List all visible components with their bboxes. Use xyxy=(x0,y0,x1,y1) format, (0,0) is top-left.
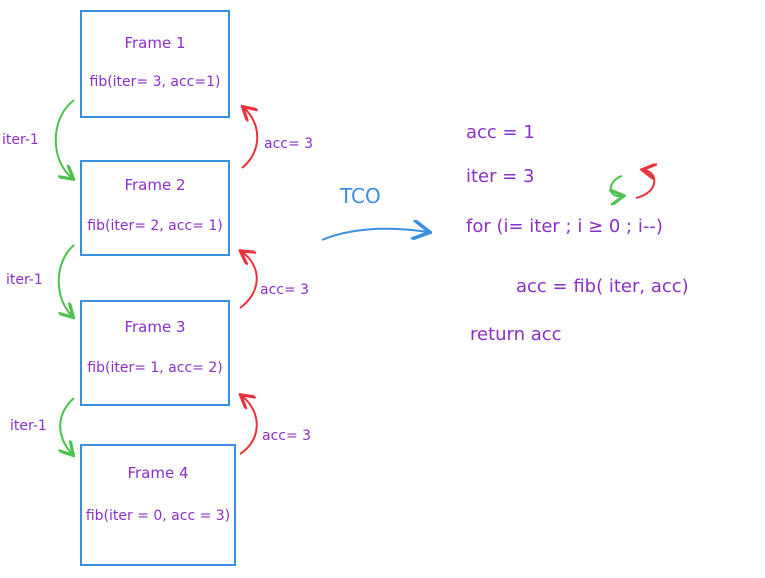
frame-4-title: Frame 4 xyxy=(127,464,189,482)
up-arrow-1 xyxy=(242,108,257,169)
frame-3-call: fib(iter= 1, acc= 2) xyxy=(87,360,223,376)
down-arrow-3 xyxy=(60,397,74,454)
down-label-2: iter-1 xyxy=(6,272,43,288)
frame-3: Frame 3 fib(iter= 1, acc= 2) xyxy=(80,300,230,406)
tco-arrow xyxy=(321,229,428,240)
down-label-3: iter-1 xyxy=(10,418,47,434)
down-arrow-2 xyxy=(57,244,74,316)
code-line-1: acc = 1 xyxy=(466,122,535,143)
frame-4-call: fib(iter = 0, acc = 3) xyxy=(85,508,231,524)
code-line-2: iter = 3 xyxy=(466,166,535,187)
cycle-icon xyxy=(611,170,655,198)
frame-1-call: fib(iter= 3, acc=1) xyxy=(89,74,221,90)
tco-label: TCO xyxy=(340,184,381,208)
up-arrow-2 xyxy=(240,252,258,309)
code-line-3: for (i= iter ; i ≥ 0 ; i--) xyxy=(466,216,663,237)
up-label-3: acc= 3 xyxy=(262,428,312,444)
code-line-4: acc = fib( iter, acc) xyxy=(516,276,689,297)
code-line-5: return acc xyxy=(470,324,562,345)
frame-1: Frame 1 fib(iter= 3, acc=1) xyxy=(80,10,230,118)
down-arrow-1 xyxy=(54,99,74,178)
up-label-2: acc= 3 xyxy=(260,282,310,298)
up-label-1: acc= 3 xyxy=(264,136,314,152)
frame-3-title: Frame 3 xyxy=(124,318,186,336)
down-label-1: iter-1 xyxy=(2,132,39,148)
frame-2-title: Frame 2 xyxy=(124,176,186,194)
frame-2: Frame 2 fib(iter= 2, acc= 1) xyxy=(80,160,230,256)
frame-4: Frame 4 fib(iter = 0, acc = 3) xyxy=(80,444,236,566)
frame-2-call: fib(iter= 2, acc= 1) xyxy=(87,218,223,234)
frame-1-title: Frame 1 xyxy=(124,34,186,52)
up-arrow-3 xyxy=(240,396,258,455)
